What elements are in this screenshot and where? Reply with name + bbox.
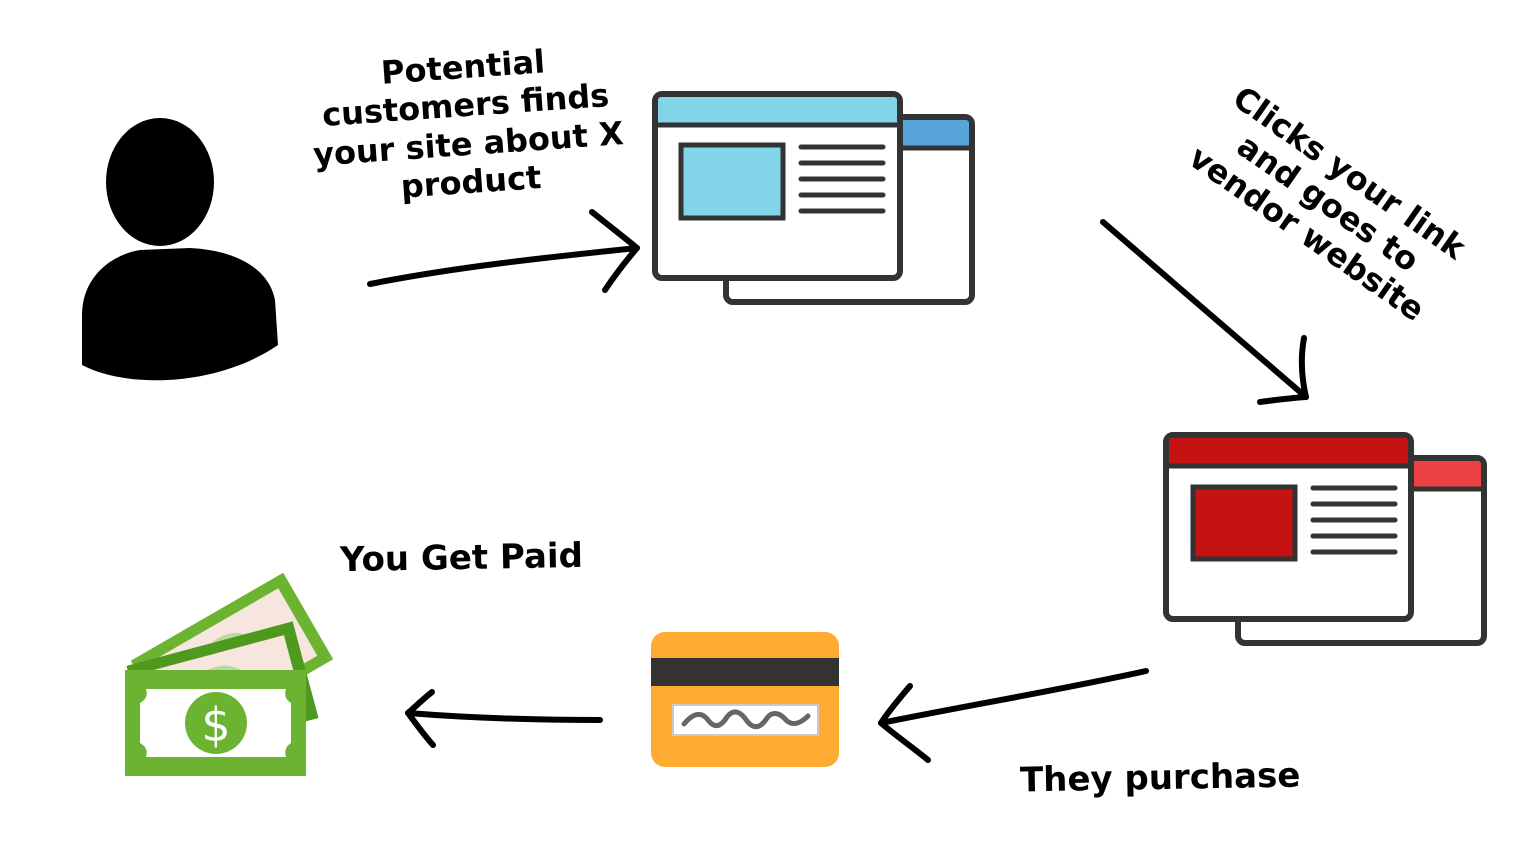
step-label-find-site: Potential customers finds your site abou… (311, 42, 625, 206)
banknotes-icon: $ (125, 572, 334, 776)
arrow-card-to-money (405, 689, 603, 748)
step-label-get-paid: You Get Paid (339, 535, 584, 581)
step-label-purchase: They purchase (1019, 755, 1301, 801)
svg-text:$: $ (201, 698, 230, 752)
arrow-vendor-to-card (878, 668, 1149, 763)
arrow-site-to-vendor (1100, 219, 1309, 405)
person-silhouette-icon (82, 118, 278, 381)
credit-card-icon (651, 632, 839, 767)
arrow-customer-to-site (367, 209, 640, 293)
browser-window-icon (652, 91, 975, 305)
browser-window-icon (1163, 432, 1487, 646)
